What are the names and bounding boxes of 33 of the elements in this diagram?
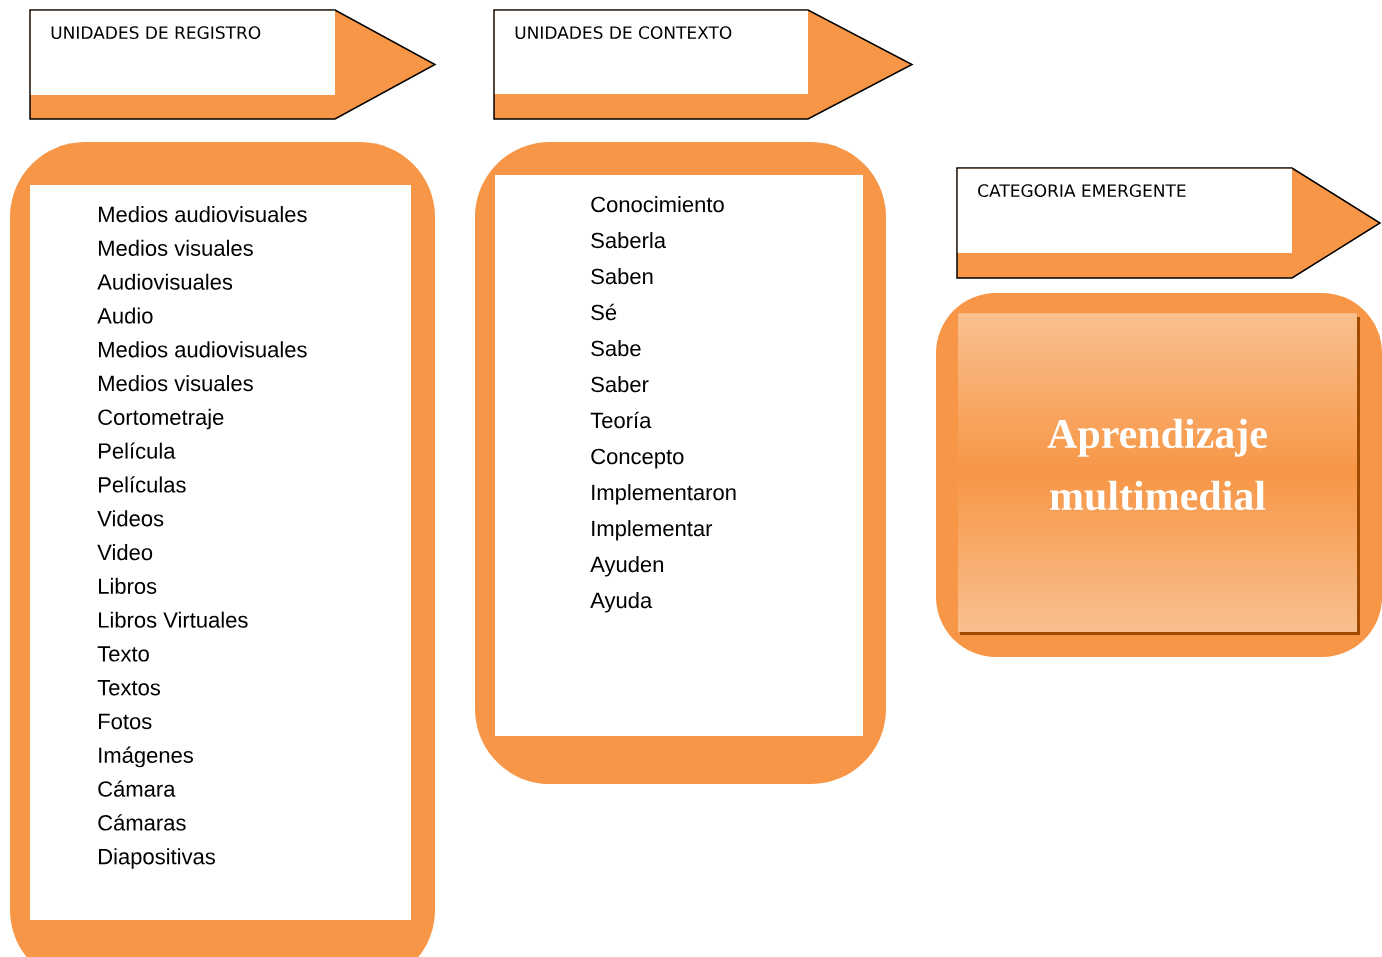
list-item: Cortometraje	[98, 408, 224, 430]
list-item: Implementaron	[592, 484, 736, 505]
list-item: Medios audiovisuales	[99, 206, 307, 223]
list-item: Imágenes	[99, 746, 193, 768]
list-item: Saben	[591, 268, 653, 285]
list-item: Medios visuales	[99, 375, 253, 392]
list-item: Teoría	[590, 411, 652, 429]
list-item: Ayuden	[590, 556, 663, 577]
list-item: Libros Virtuales	[99, 611, 248, 628]
list-item: Diapositivas	[99, 848, 215, 869]
list-item: Saber	[591, 376, 649, 393]
list-item: Película	[99, 442, 176, 459]
list-item: Sé	[591, 303, 617, 321]
list-item: Saberla	[591, 232, 666, 249]
category-box: Aprendizaje multimedial	[936, 293, 1382, 657]
list-item: Cámara	[98, 780, 176, 797]
list-item: Libros	[99, 577, 157, 594]
list-item: Videos	[97, 510, 164, 527]
list-item: Texto	[97, 646, 149, 662]
list-item: Fotos	[99, 713, 152, 730]
list-item: Concepto	[591, 448, 684, 469]
list-item: Video	[97, 544, 153, 561]
list-item: Audio	[97, 307, 153, 324]
list-item: Sabe	[591, 340, 641, 357]
list-item: Medios visuales	[99, 239, 253, 256]
list-item: Implementar	[592, 520, 713, 541]
list-item: Audiovisuales	[97, 273, 233, 290]
list-item: Conocimiento	[591, 196, 724, 213]
list-item: Textos	[97, 680, 160, 696]
list-item: Medios audiovisuales	[99, 341, 307, 358]
list-item: Cámaras	[98, 814, 186, 831]
list-item: Películas	[99, 476, 186, 493]
list-item: Ayuda	[590, 592, 653, 613]
